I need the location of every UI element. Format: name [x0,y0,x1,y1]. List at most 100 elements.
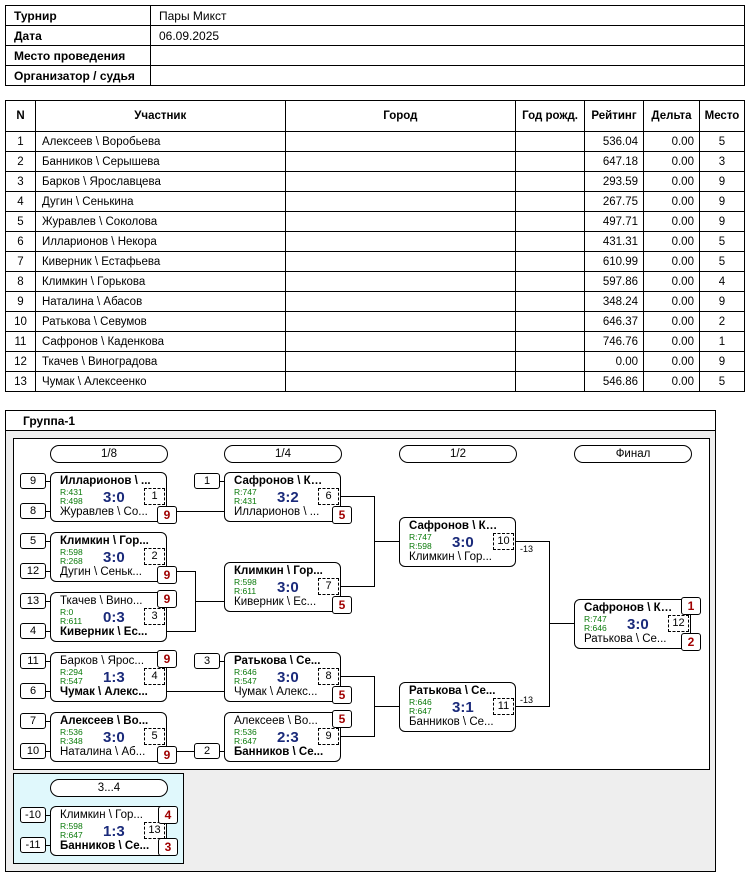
match-score: 3:0 [103,549,125,566]
player-name: Киверник \ Ес... [234,596,317,608]
cell-city [284,331,517,352]
cell-year [515,331,586,352]
match-card[interactable]: Сафронов \ Ка... R:747 R:646 3:0 12 Рать… [574,599,691,649]
match-score: 0:3 [103,609,125,626]
seed-label: -10 [20,807,46,823]
match-card[interactable]: Климкин \ Гор... R:598 R:268 3:0 2 Дугин… [50,532,167,582]
seed-label: 9 [20,473,46,489]
connector-line [167,571,195,572]
match-card[interactable]: Ткачев \ Вино... R:0 R:611 0:3 3 Киверни… [50,592,167,642]
cell-delta: 0.00 [643,351,700,372]
cell-number: 6 [5,231,36,252]
connector-line [374,706,399,707]
loser-ref: -13 [520,695,534,705]
match-card[interactable]: Алексеев \ Во... R:536 R:647 2:3 9 Банни… [224,712,341,762]
place-badge: 9 [157,746,177,764]
connector-line [220,481,224,482]
cell-name: Ткачев \ Виноградова [34,351,286,372]
cell-city [284,231,517,252]
participants-header-row: N Участник Город Год рожд. Рейтинг Дельт… [5,100,746,132]
cell-number: 3 [5,171,36,192]
cell-city [284,191,517,212]
group-title: Группа-1 [6,411,715,431]
cell-rating: 647.18 [584,151,644,172]
header-delta: Дельта [643,100,700,132]
match-score: 3:0 [452,534,474,551]
cell-year [515,191,586,212]
cell-year [515,231,586,252]
player-rating: R:598 [234,577,257,587]
player-name: Ткачев \ Вино... [60,595,143,607]
player-rating: R:747 [234,487,257,497]
cell-name: Наталина \ Абасов [34,291,286,312]
match-card[interactable]: Сафронов \ Ка... R:747 R:431 3:2 6 Иллар… [224,472,341,522]
connector-line [46,511,50,512]
cell-year [515,211,586,232]
header-name: Участник [34,100,286,132]
player-name: Наталина \ Аб... [60,746,146,758]
cell-delta: 0.00 [643,151,700,172]
place-badge: 9 [157,506,177,524]
match-card[interactable]: Сафронов \ Ка... R:747 R:598 3:0 10 Клим… [399,517,516,567]
match-number: 12 [668,615,689,632]
cell-delta: 0.00 [643,371,700,392]
cell-year [515,371,586,392]
player-rating: R:268 [60,556,83,566]
connector-line [516,541,549,542]
cell-place: 9 [698,211,746,232]
match-card[interactable]: Алексеев \ Во... R:536 R:348 3:0 5 Натал… [50,712,167,762]
seed-label: 7 [20,713,46,729]
cell-year [515,291,586,312]
third-place-area: 3...4 -10 -11 Климкин \ Гор... R:598 R:6… [13,773,184,864]
cell-name: Илларионов \ Некора [34,231,286,252]
player-name: Банников \ Се... [234,746,324,758]
cell-rating: 0.00 [584,351,644,372]
player-rating: R:611 [60,616,83,626]
player-rating: R:498 [60,496,83,506]
cell-rating: 348.24 [584,291,644,312]
cell-delta: 0.00 [643,291,700,312]
cell-number: 5 [5,211,36,232]
cell-name: Алексеев \ Воробьева [34,131,286,152]
match-score: 3:2 [277,489,299,506]
match-card[interactable]: Ратькова \ Се... R:646 R:547 3:0 8 Чумак… [224,652,341,702]
cell-delta: 0.00 [643,311,700,332]
match-card[interactable]: Илларионов \ ... R:431 R:498 3:0 1 Журав… [50,472,167,522]
cell-year [515,251,586,272]
player-name: Журавлев \ Со... [60,506,148,518]
player-name: Киверник \ Ес... [60,626,148,638]
round-header-3-4: 3...4 [50,779,168,797]
seed-label: 11 [20,653,46,669]
player-rating: R:547 [234,676,257,686]
connector-line [167,631,195,632]
connector-line [220,751,224,752]
cell-place: 1 [698,331,746,352]
cell-delta: 0.00 [643,131,700,152]
match-number: 3 [144,608,165,625]
match-score: 3:0 [103,489,125,506]
cell-city [284,131,517,152]
connector-line [46,571,50,572]
cell-place: 9 [698,351,746,372]
cell-city [284,151,517,172]
match-card[interactable]: Барков \ Ярос... R:294 R:547 1:3 4 Чумак… [50,652,167,702]
player-name: Чумак \ Алекс... [60,686,148,698]
player-rating: R:348 [60,736,83,746]
header-place: Место [698,100,746,132]
match-card[interactable]: Климкин \ Гор... R:598 R:611 3:0 7 Кивер… [224,562,341,612]
match-card[interactable]: Ратькова \ Се... R:646 R:647 3:1 11 Банн… [399,682,516,732]
cell-rating: 293.59 [584,171,644,192]
connector-line [341,676,374,677]
seed-label: 13 [20,593,46,609]
cell-delta: 0.00 [643,271,700,292]
cell-number: 12 [5,351,36,372]
match-card[interactable]: Климкин \ Гор... R:598 R:647 1:3 13 Банн… [50,806,167,856]
